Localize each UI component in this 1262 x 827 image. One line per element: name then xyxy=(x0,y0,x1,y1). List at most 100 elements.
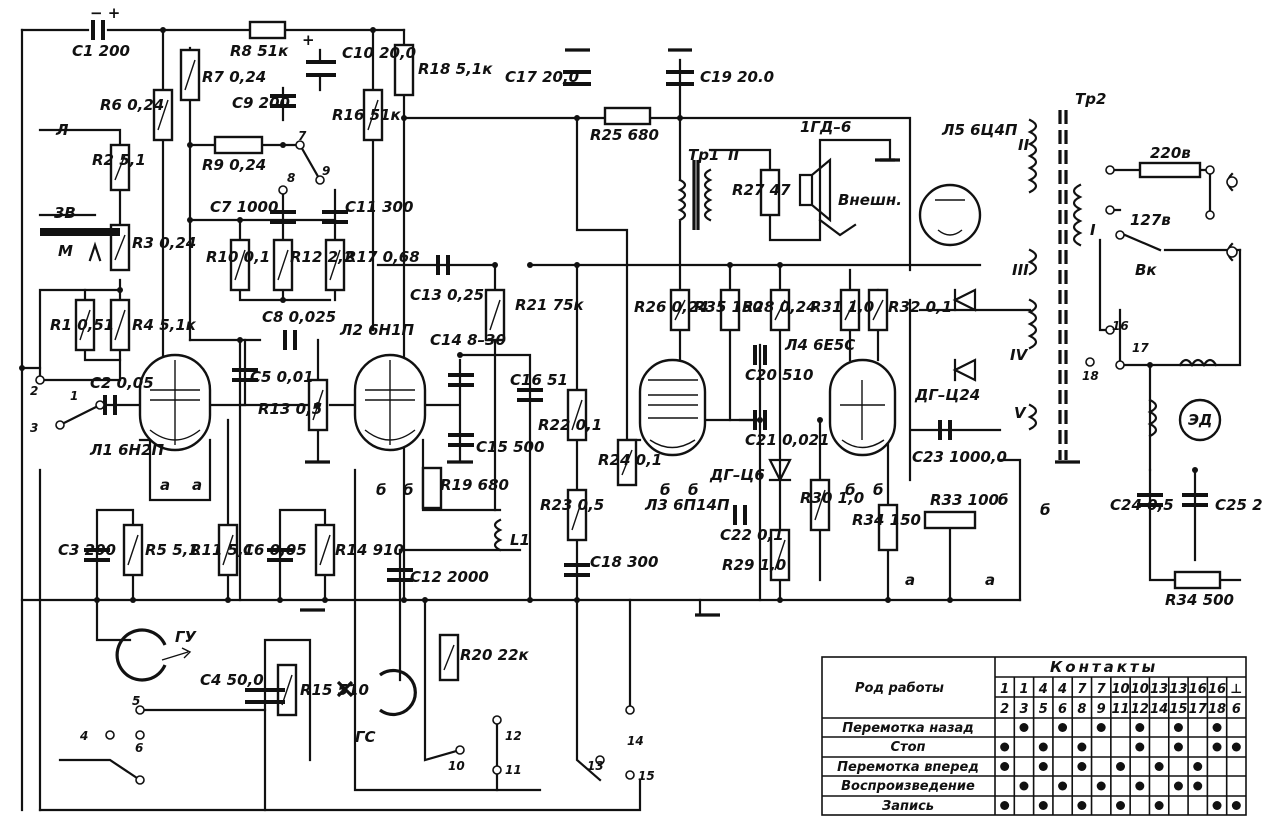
label-r23: R23 0,5 xyxy=(540,496,604,514)
label-r26: R26 0,24 xyxy=(634,298,709,316)
tubes xyxy=(138,183,982,457)
label-l2-tube: Л2 6Н1П xyxy=(339,321,415,339)
label-r29: R29 1,0 xyxy=(722,556,786,574)
capacitor-c15 xyxy=(448,433,474,447)
table-contact-top: 10 xyxy=(1131,682,1149,697)
label-c2: C2 0,05 xyxy=(90,374,154,392)
contact-18: 18 xyxy=(1082,369,1099,383)
table-contact-dot xyxy=(1212,801,1222,810)
ground-symbols xyxy=(305,158,1080,617)
label-gu: ГУ xyxy=(175,628,198,646)
label-c19: C19 20.0 xyxy=(700,68,774,86)
label-gs: ГС xyxy=(355,728,376,746)
label-c24: C24 0,5 xyxy=(1110,496,1174,514)
tr2-winding-v xyxy=(1027,403,1038,431)
contact-8: 8 xyxy=(287,171,295,185)
contact-6: 6 xyxy=(135,741,143,755)
label-motor-ed: ЭД xyxy=(1188,411,1212,429)
label-winding-i: I xyxy=(1090,221,1096,239)
table-contact-bottom: 6 xyxy=(1232,702,1241,717)
label-r25: R25 680 xyxy=(590,126,659,144)
label-winding-iii: III xyxy=(1012,261,1029,279)
table-contact-dot xyxy=(1019,781,1029,791)
table-contact-dot xyxy=(1135,742,1145,752)
filament-a-1: а xyxy=(160,476,170,494)
table-contact-top: ⊥ xyxy=(1230,682,1242,697)
table-contact-dot xyxy=(1000,742,1010,752)
label-external: Внешн. xyxy=(838,191,902,209)
label-c23: C23 1000,0 xyxy=(912,448,1007,466)
label-input-3v: 3В xyxy=(54,204,76,222)
capacitor-c21 xyxy=(753,410,767,430)
table-contact-dot xyxy=(1193,762,1203,771)
capacitor-c25 xyxy=(1182,493,1208,507)
table-contact-dot xyxy=(1116,762,1125,771)
label-input-l: Л xyxy=(55,121,69,139)
table-contact-dot xyxy=(1096,723,1106,732)
capacitor-c16 xyxy=(517,388,543,402)
diode-dg-c24-a xyxy=(952,288,977,312)
table-contact-top: 7 xyxy=(1097,682,1107,697)
label-r9: R9 0,24 xyxy=(202,156,266,174)
capacitor-c12 xyxy=(387,568,413,582)
coil-l1 xyxy=(493,518,503,552)
contact-13: 13 xyxy=(587,759,604,773)
label-c17: C17 20,0 xyxy=(505,68,579,86)
capacitor-c24 xyxy=(1137,493,1163,507)
label-vk: Вк xyxy=(1135,261,1157,279)
label-r15: R15 510 xyxy=(300,681,369,699)
label-127v: 127в xyxy=(1130,211,1171,229)
tr2-winding-iv xyxy=(1027,298,1038,350)
table-contact-bottom: 3 xyxy=(1019,702,1028,717)
table-contact-dot xyxy=(1096,781,1106,791)
contact-5: 5 xyxy=(132,694,140,708)
table-contact-bottom: 17 xyxy=(1189,702,1208,717)
label-c9: C9 200 xyxy=(232,94,290,112)
contact-15: 15 xyxy=(638,769,655,783)
label-c10: C10 20,0 xyxy=(342,44,416,62)
capacitor-c13 xyxy=(436,255,450,275)
table-contact-dot xyxy=(1154,801,1164,810)
table-contact-dot xyxy=(1038,762,1048,771)
label-tr2: Тр2 xyxy=(1075,90,1106,108)
label-winding-ii: II xyxy=(1018,136,1030,154)
capacitor-c19 xyxy=(666,70,694,86)
contact-9: 9 xyxy=(322,164,330,178)
contact-1: 1 xyxy=(70,389,78,403)
table-contact-dot xyxy=(1058,723,1068,732)
filament-b-4: б xyxy=(688,481,698,499)
label-r5: R5 5,1 xyxy=(145,541,199,559)
label-l1-coil: L1 xyxy=(510,531,530,549)
label-c22: C22 0,1 xyxy=(720,526,784,544)
table-row-label: Перемотка назад xyxy=(842,721,974,736)
contact-17: 17 xyxy=(1132,341,1149,355)
capacitor-c2 xyxy=(103,395,117,415)
label-r28: R28 0,24 xyxy=(742,298,817,316)
table-row-label: Перемотка вперед xyxy=(837,760,979,775)
table-contact-bottom: 18 xyxy=(1208,702,1226,717)
record-head-gu xyxy=(115,628,167,682)
capacitor-c3 xyxy=(84,548,110,562)
capacitor-c14 xyxy=(448,373,474,387)
label-r35: R35 150 xyxy=(694,298,763,316)
table-contact-dot xyxy=(1135,781,1145,791)
filament-b-8: б xyxy=(1040,501,1050,519)
capacitor-c4 xyxy=(245,688,285,704)
table-contact-bottom: 5 xyxy=(1039,702,1048,717)
table-contact-dot xyxy=(1193,781,1203,791)
label-r14: R14 910 xyxy=(335,541,404,559)
label-speaker: 1ГД–6 xyxy=(800,118,851,136)
tr1-primary xyxy=(677,178,687,222)
filament-a-4: а xyxy=(985,571,995,589)
label-l1-tube: Л1 6Н2П xyxy=(89,441,165,459)
label-r34a: R34 150 xyxy=(852,511,921,529)
label-r33: R33 100 xyxy=(930,491,999,509)
tr2-winding-ii xyxy=(1027,118,1038,194)
label-c20: C20 510 xyxy=(745,366,813,384)
label-r11: R11 5,1 xyxy=(190,541,254,559)
label-r32: R32 0,1 xyxy=(888,298,952,316)
tr2-winding-i xyxy=(1072,183,1083,247)
table-contact-bottom: 9 xyxy=(1097,702,1106,717)
motor-ed xyxy=(1178,398,1222,442)
